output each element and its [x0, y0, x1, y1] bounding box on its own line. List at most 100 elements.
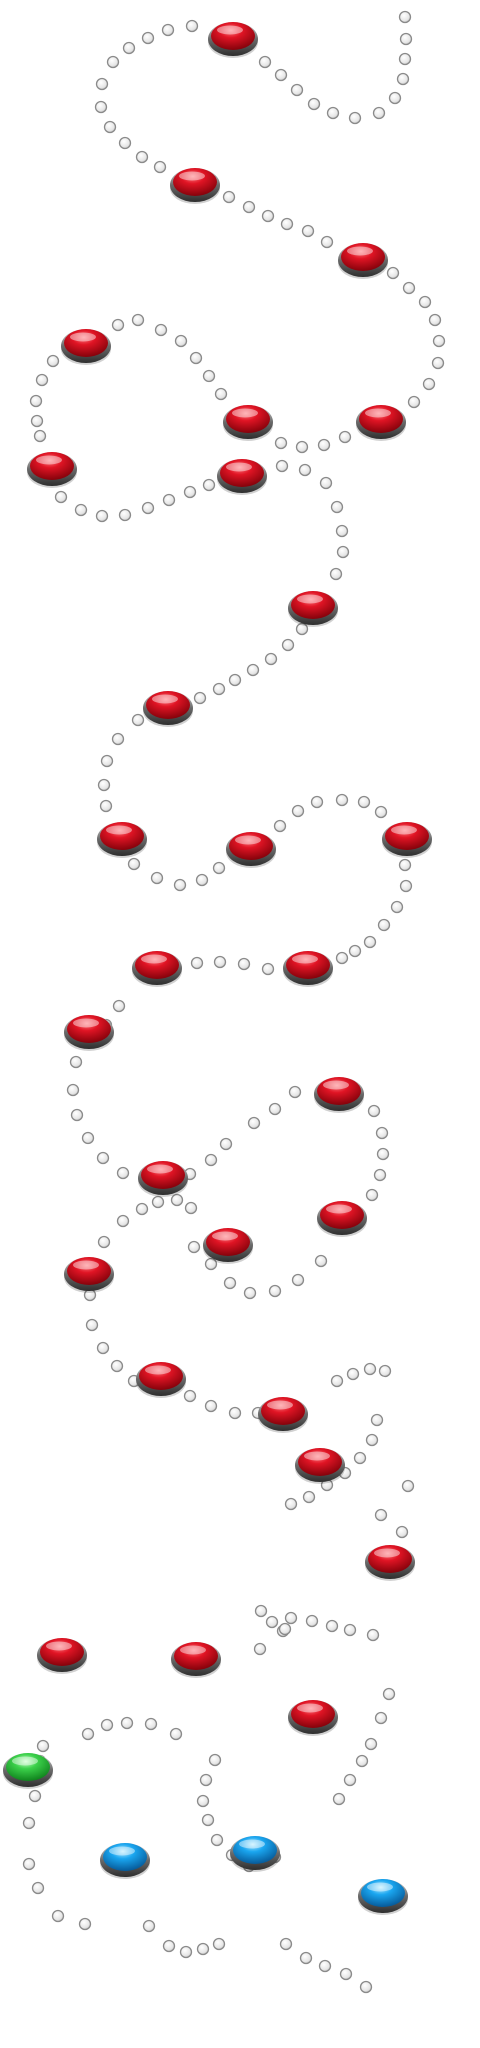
level-button-completed[interactable] — [258, 1397, 308, 1433]
trail-dot-icon — [359, 1980, 373, 1994]
trail-dot-icon — [363, 1362, 377, 1376]
level-button-locked[interactable] — [230, 1836, 280, 1872]
trail-dot-icon — [127, 857, 141, 871]
trail-dot-icon — [246, 663, 260, 677]
level-button-completed[interactable] — [217, 459, 267, 495]
trail-dot-icon — [94, 100, 108, 114]
trail-dot-icon — [398, 52, 412, 66]
trail-dot-icon — [31, 1881, 45, 1895]
trail-dot-icon — [97, 778, 111, 792]
trail-dot-icon — [357, 795, 371, 809]
level-button-gloss — [152, 694, 178, 704]
trail-dot-icon — [212, 861, 226, 875]
level-button-completed[interactable] — [64, 1257, 114, 1293]
trail-dot-icon — [398, 858, 412, 872]
trail-dot-icon — [30, 414, 44, 428]
trail-dot-icon — [162, 493, 176, 507]
level-button-face — [135, 951, 179, 979]
level-button-completed[interactable] — [288, 1700, 338, 1736]
level-button-completed[interactable] — [356, 405, 406, 441]
trail-dot-icon — [291, 804, 305, 818]
level-button-gloss — [70, 332, 96, 342]
level-button-completed[interactable] — [203, 1228, 253, 1264]
level-button-face — [291, 1700, 335, 1728]
trail-dot-icon — [370, 1413, 384, 1427]
level-button-locked[interactable] — [358, 1879, 408, 1915]
level-button-completed[interactable] — [132, 951, 182, 987]
trail-dot-icon — [399, 32, 413, 46]
level-button-completed[interactable] — [143, 691, 193, 727]
trail-dot-icon — [29, 394, 43, 408]
level-button-completed[interactable] — [283, 951, 333, 987]
trail-dot-icon — [187, 1240, 201, 1254]
trail-dot-icon — [336, 545, 350, 559]
trail-dot-icon — [291, 1273, 305, 1287]
level-button-gloss — [226, 462, 252, 472]
level-button-completed[interactable] — [136, 1362, 186, 1398]
trail-dot-icon — [222, 190, 236, 204]
level-button-completed[interactable] — [37, 1638, 87, 1674]
level-button-locked[interactable] — [100, 1843, 150, 1879]
trail-dot-icon — [242, 200, 256, 214]
trail-dot-icon — [219, 1137, 233, 1151]
trail-dot-icon — [35, 373, 49, 387]
level-button-face — [317, 1077, 361, 1105]
trail-dot-icon — [97, 1235, 111, 1249]
level-button-completed[interactable] — [64, 1015, 114, 1051]
trail-dot-icon — [305, 1614, 319, 1628]
level-button-gloss — [147, 1164, 173, 1174]
level-button-gloss — [46, 1641, 72, 1651]
level-button-completed[interactable] — [365, 1545, 415, 1581]
level-button-completed[interactable] — [314, 1077, 364, 1113]
trail-dot-icon — [290, 83, 304, 97]
trail-dot-icon — [106, 55, 120, 69]
trail-dot-icon — [51, 1909, 65, 1923]
trail-dot-icon — [318, 1959, 332, 1973]
trail-dot-icon — [432, 334, 446, 348]
level-button-completed[interactable] — [295, 1448, 345, 1484]
trail-dot-icon — [81, 1131, 95, 1145]
level-button-face — [286, 951, 330, 979]
trail-dot-icon — [204, 1399, 218, 1413]
trail-dot-icon — [398, 10, 412, 24]
trail-dot-icon — [202, 478, 216, 492]
trail-dot-icon — [329, 567, 343, 581]
level-button-completed[interactable] — [338, 243, 388, 279]
level-button-face — [361, 1879, 405, 1907]
level-button-current[interactable] — [3, 1753, 53, 1789]
trail-dot-icon — [120, 1716, 134, 1730]
trail-dot-icon — [339, 1967, 353, 1981]
level-button-completed[interactable] — [61, 329, 111, 365]
level-button-completed[interactable] — [223, 405, 273, 441]
level-button-completed[interactable] — [170, 168, 220, 204]
trail-dot-icon — [162, 1939, 176, 1953]
level-button-completed[interactable] — [27, 452, 77, 488]
level-button-completed[interactable] — [171, 1642, 221, 1678]
level-button-gloss — [12, 1756, 38, 1766]
level-button-gloss — [106, 825, 132, 835]
trail-dot-icon — [208, 1753, 222, 1767]
trail-dot-icon — [33, 429, 47, 443]
trail-dot-icon — [254, 1604, 268, 1618]
trail-dot-icon — [103, 120, 117, 134]
trail-dot-icon — [204, 1153, 218, 1167]
level-button-face — [100, 822, 144, 850]
trail-dot-icon — [338, 430, 352, 444]
trail-dot-icon — [288, 1085, 302, 1099]
trail-dot-icon — [348, 944, 362, 958]
level-button-completed[interactable] — [97, 822, 147, 858]
level-button-completed[interactable] — [317, 1201, 367, 1237]
level-button-gloss — [145, 1365, 171, 1375]
trail-dot-icon — [307, 97, 321, 111]
level-button-face — [233, 1836, 277, 1864]
level-button-gloss — [180, 1645, 206, 1655]
level-button-completed[interactable] — [382, 822, 432, 858]
level-button-completed[interactable] — [138, 1161, 188, 1197]
trail-dot-icon — [85, 1318, 99, 1332]
level-button-completed[interactable] — [288, 591, 338, 627]
trail-dot-icon — [320, 235, 334, 249]
level-button-completed[interactable] — [226, 832, 276, 868]
trail-dot-icon — [330, 1374, 344, 1388]
level-button-completed[interactable] — [208, 22, 258, 58]
